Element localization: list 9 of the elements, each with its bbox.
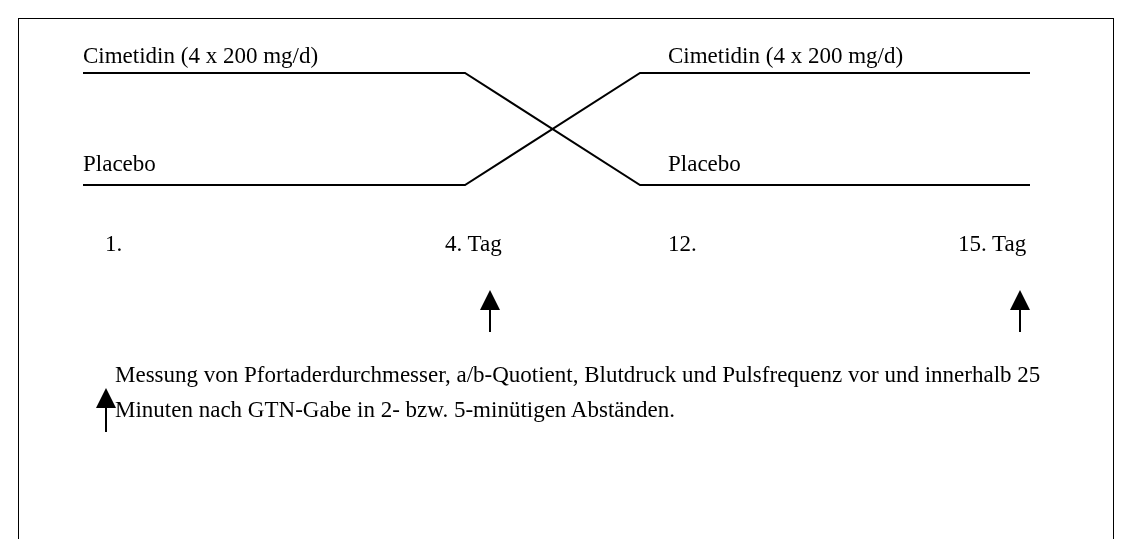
day-label: 12. [668, 232, 697, 255]
treatment-label: Placebo [668, 152, 741, 175]
day-label: 1. [105, 232, 123, 255]
day-label: 4. Tag [445, 232, 502, 255]
day-label: 15. Tag [958, 232, 1027, 255]
legend-text: Messung von Pfortaderdurchmesser, a/b-Quotient, Blutdruck und Pulsfrequenz vor und innerhalb 25 Minuten nach GTN-Gabe in 2- bzw. 5-minütigen Abständen. [115, 361, 1042, 424]
treatment-label: Cimetidin (4 x 200 mg/d) [83, 44, 319, 67]
treatment-label: Cimetidin (4 x 200 mg/d) [668, 44, 904, 67]
treatment-label: Placebo [83, 152, 156, 175]
